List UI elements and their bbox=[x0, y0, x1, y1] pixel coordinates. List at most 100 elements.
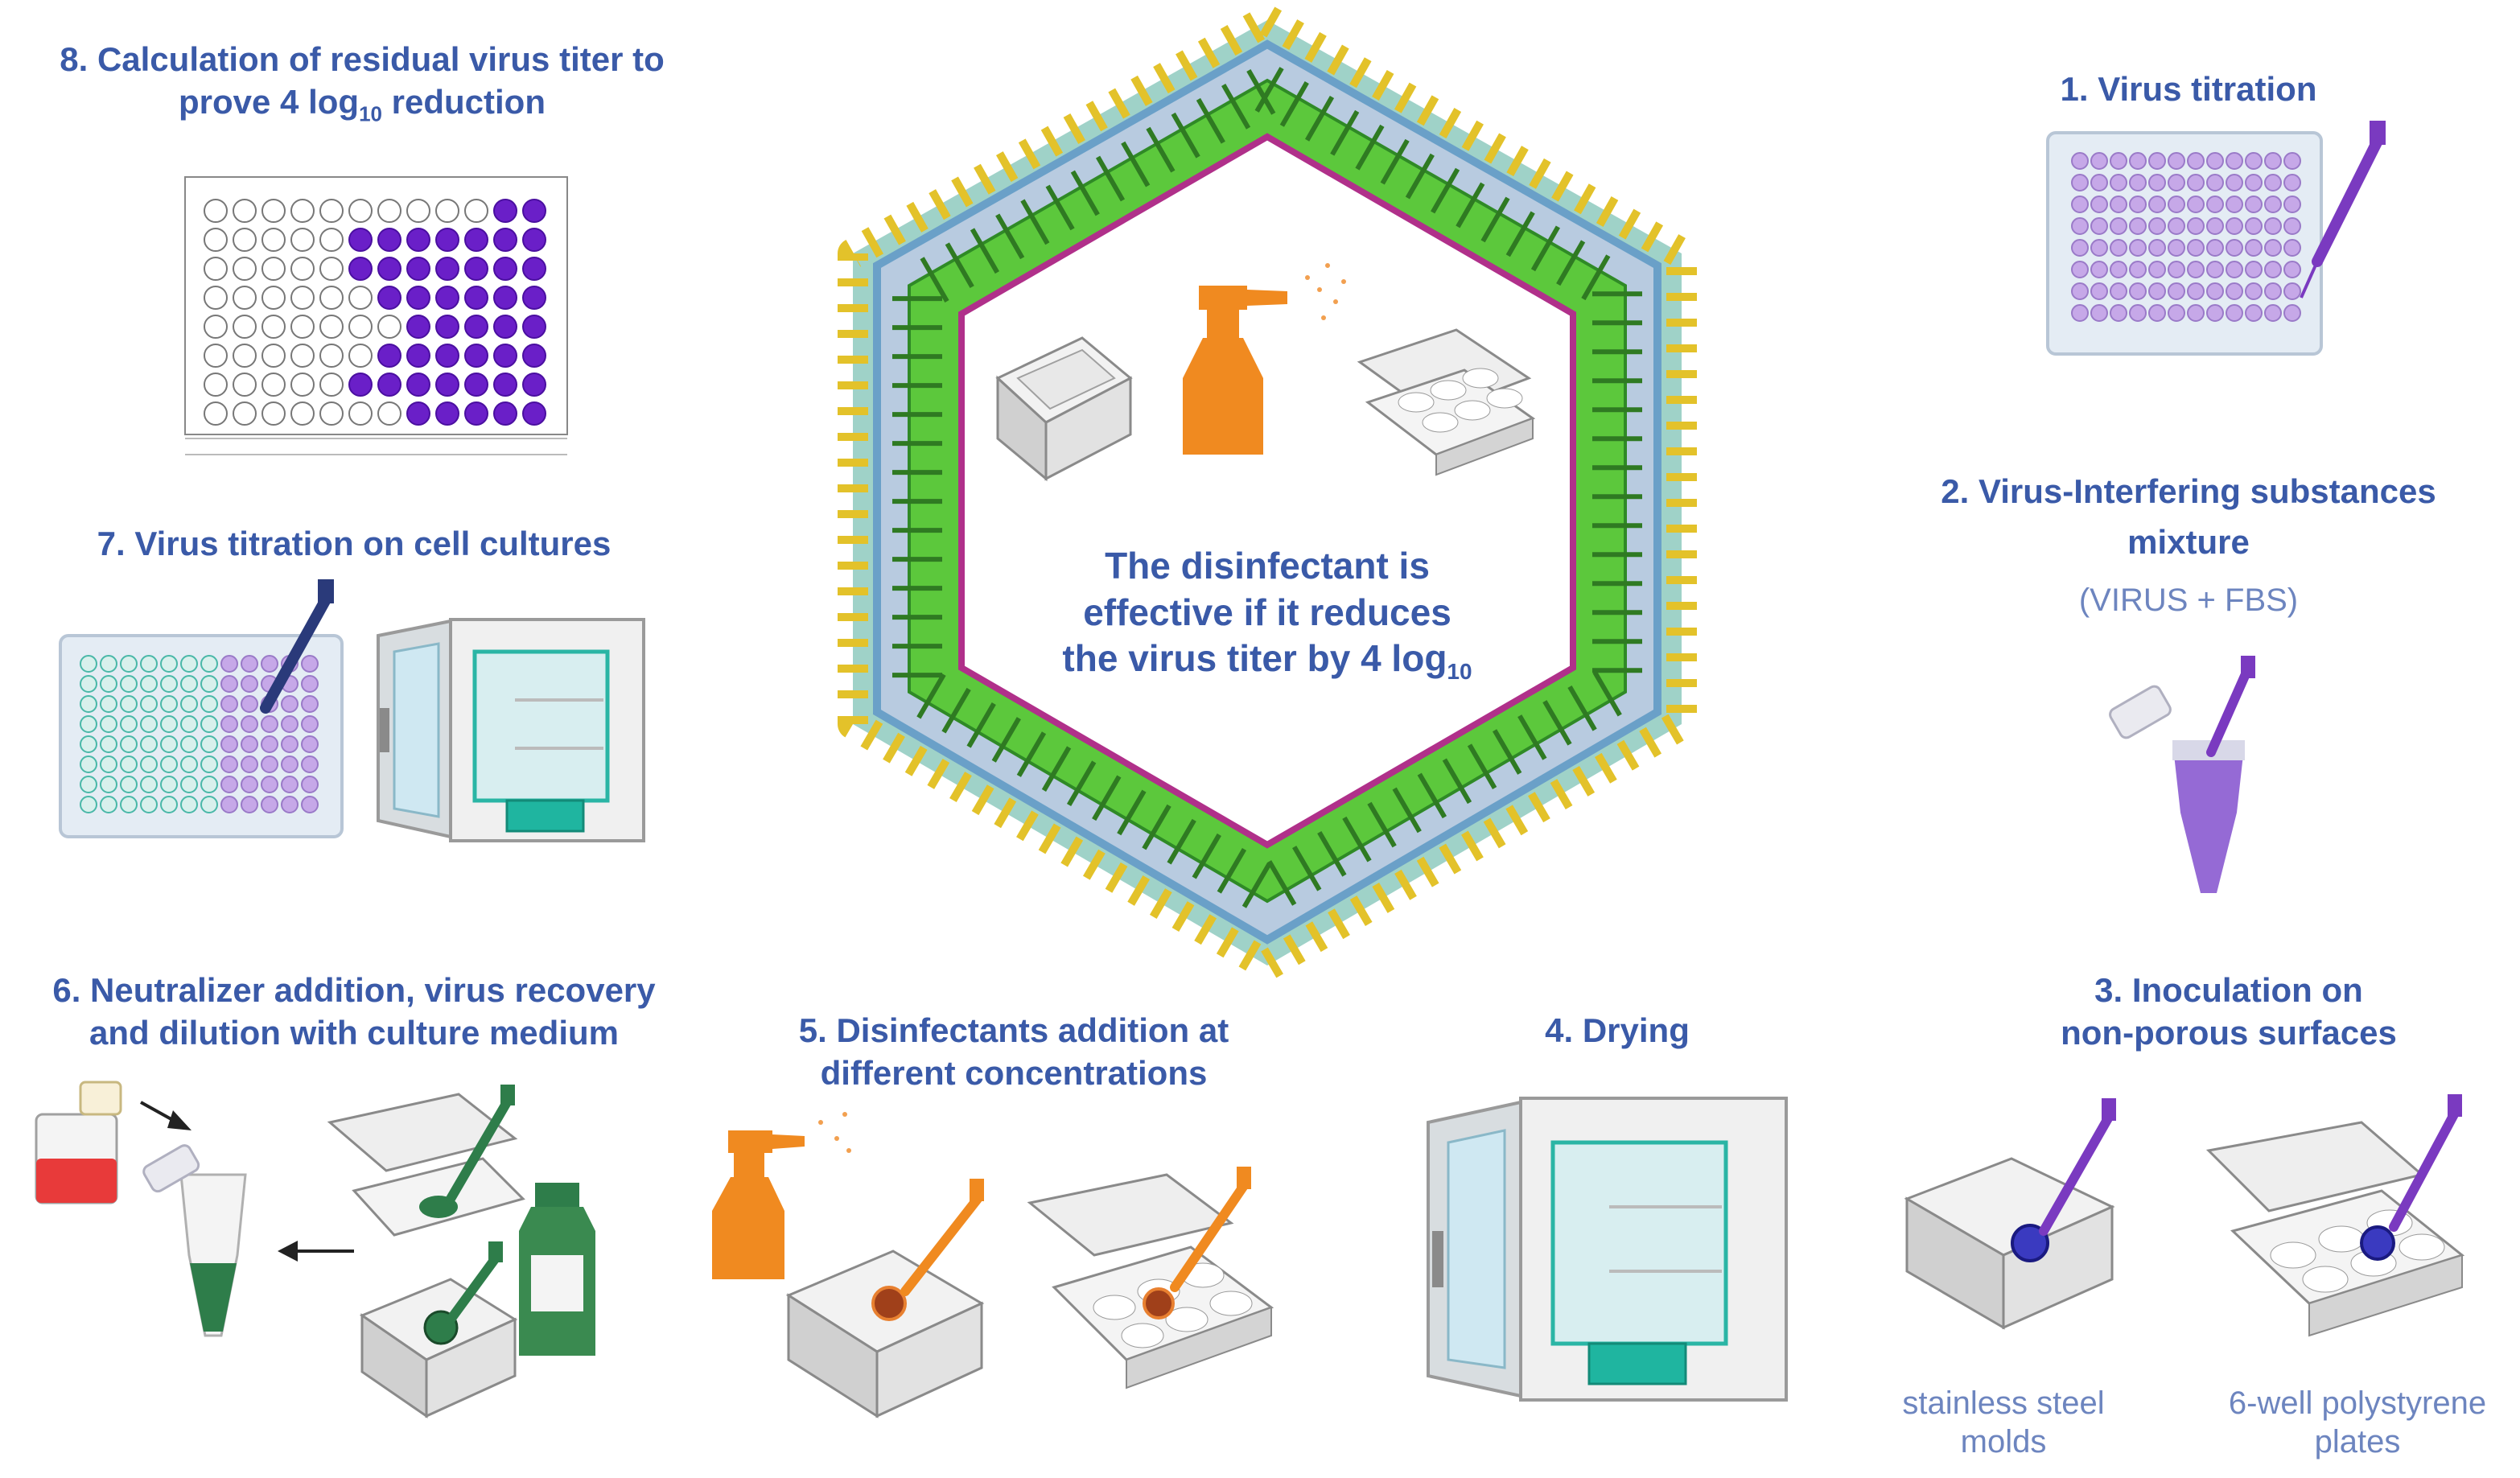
plate-well bbox=[2129, 152, 2147, 170]
result-well bbox=[348, 199, 373, 223]
plate-well bbox=[100, 675, 117, 693]
result-well bbox=[377, 228, 401, 252]
plate-well bbox=[2283, 282, 2301, 300]
result-well bbox=[290, 286, 315, 310]
plate-well bbox=[2168, 217, 2185, 235]
plate-well bbox=[281, 796, 299, 813]
plate-well bbox=[241, 695, 258, 713]
result-well bbox=[261, 401, 286, 426]
center-effectiveness-text: The disinfectant is effective if it redu… bbox=[990, 543, 1545, 685]
result-well bbox=[406, 257, 430, 281]
step8-title: 8. Calculation of residual virus titer t… bbox=[8, 39, 716, 126]
result-well bbox=[377, 286, 401, 310]
plate-well bbox=[261, 796, 278, 813]
plate-well bbox=[200, 675, 218, 693]
plate-well bbox=[100, 796, 117, 813]
step2-title: 2. Virus-Interfering substances mixture bbox=[1851, 471, 2520, 563]
steel-mold-icon bbox=[995, 336, 1133, 482]
plate-well bbox=[2226, 304, 2243, 322]
plate-well bbox=[160, 655, 178, 673]
plate-well bbox=[2264, 282, 2282, 300]
result-well bbox=[290, 257, 315, 281]
plate-well bbox=[281, 695, 299, 713]
plate-well bbox=[2206, 239, 2224, 257]
plate-well bbox=[2129, 217, 2147, 235]
result-well bbox=[348, 257, 373, 281]
result-well bbox=[204, 344, 228, 368]
result-well bbox=[348, 401, 373, 426]
plate-well bbox=[120, 675, 138, 693]
plate-well bbox=[220, 755, 238, 773]
result-well bbox=[406, 401, 430, 426]
plate-well bbox=[2226, 174, 2243, 191]
plate-well bbox=[261, 715, 278, 733]
result-well bbox=[435, 257, 459, 281]
result-well bbox=[522, 199, 546, 223]
result-well bbox=[464, 257, 488, 281]
result-well bbox=[261, 373, 286, 397]
result-well bbox=[464, 315, 488, 339]
plate-well bbox=[100, 655, 117, 673]
plate-well bbox=[2071, 196, 2089, 213]
plate-well bbox=[120, 695, 138, 713]
plate-well bbox=[2264, 304, 2282, 322]
plate-well bbox=[140, 755, 158, 773]
plate-well bbox=[80, 715, 97, 733]
plate-well bbox=[2226, 217, 2243, 235]
step6-neutralizer-bottle bbox=[519, 1183, 595, 1356]
result-well bbox=[261, 257, 286, 281]
six-well-plate-icon bbox=[1357, 328, 1536, 476]
plate-well bbox=[2187, 174, 2205, 191]
result-well bbox=[435, 315, 459, 339]
step1-title: 1. Virus titration bbox=[2060, 70, 2317, 108]
step1-titration-plate bbox=[2046, 121, 2386, 356]
plate-well bbox=[301, 755, 319, 773]
result-well bbox=[233, 373, 257, 397]
result-well bbox=[233, 315, 257, 339]
plate-well bbox=[241, 715, 258, 733]
plate-well bbox=[261, 655, 278, 673]
plate-well bbox=[2148, 261, 2166, 278]
plate-well bbox=[281, 755, 299, 773]
plate-well bbox=[180, 735, 198, 753]
plate-well bbox=[2206, 152, 2224, 170]
plate-well bbox=[2110, 217, 2127, 235]
plate-well bbox=[2148, 196, 2166, 213]
plate-well bbox=[180, 695, 198, 713]
plate-well bbox=[2071, 152, 2089, 170]
result-well bbox=[406, 199, 430, 223]
result-well bbox=[493, 344, 517, 368]
plate-well bbox=[2206, 304, 2224, 322]
center-text-log-subscript: 10 bbox=[1447, 659, 1472, 685]
plate-well bbox=[2090, 174, 2108, 191]
plate-well bbox=[220, 675, 238, 693]
plate-well bbox=[2110, 152, 2127, 170]
step6-arrow-to-tube bbox=[278, 1241, 354, 1262]
plate-well bbox=[120, 735, 138, 753]
plate-well bbox=[120, 755, 138, 773]
plate-well bbox=[2245, 239, 2263, 257]
result-well bbox=[319, 401, 344, 426]
step2-title-line2: mixture bbox=[2127, 522, 2250, 561]
plate-well bbox=[2283, 152, 2301, 170]
plate-well bbox=[2110, 196, 2127, 213]
plate-well bbox=[140, 796, 158, 813]
plate-well bbox=[2283, 174, 2301, 191]
result-well bbox=[261, 315, 286, 339]
plate-well bbox=[200, 796, 218, 813]
step8-result-plate bbox=[184, 176, 568, 455]
plate-well bbox=[301, 715, 319, 733]
result-well bbox=[290, 344, 315, 368]
plate-well bbox=[2245, 196, 2263, 213]
step5-six-well-plate bbox=[1027, 1167, 1274, 1389]
result-well bbox=[464, 401, 488, 426]
plate-well bbox=[2226, 282, 2243, 300]
result-well bbox=[435, 373, 459, 397]
result-well bbox=[319, 228, 344, 252]
plate-well bbox=[220, 695, 238, 713]
result-well bbox=[233, 344, 257, 368]
plate-well bbox=[2245, 304, 2263, 322]
step7-title: 7. Virus titration on cell cultures bbox=[97, 525, 611, 562]
result-well bbox=[204, 199, 228, 223]
plate-well bbox=[301, 675, 319, 693]
